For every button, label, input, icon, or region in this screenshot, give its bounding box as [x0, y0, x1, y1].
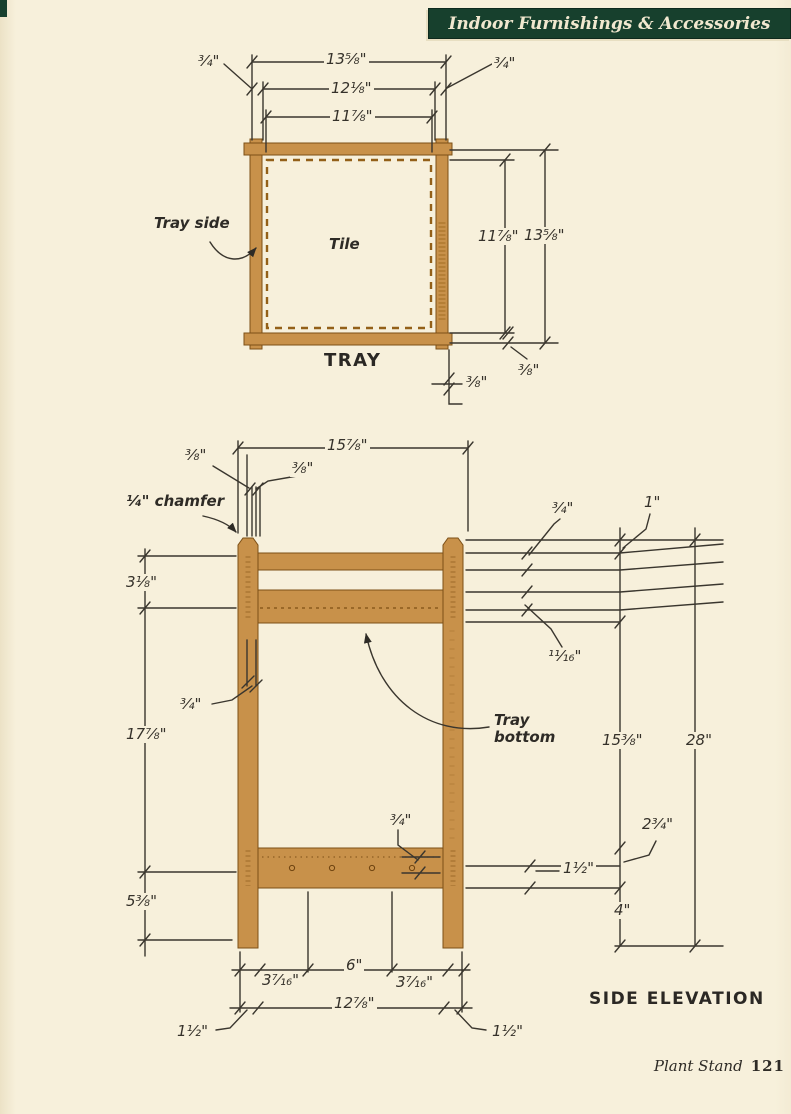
dim-elev-1116: ¹¹⁄₁₆": [546, 647, 584, 665]
chapter-banner: Indoor Furnishings & Accessories: [428, 8, 791, 39]
page-footer: Plant Stand 121: [440, 1057, 785, 1075]
dim-elev-34-rail: ³⁄₄": [550, 499, 576, 517]
dim-elev-34-leg: ³⁄₄": [178, 695, 204, 713]
label-tile: Tile: [327, 235, 362, 254]
dim-elev-234: 2³⁄₄": [640, 815, 675, 833]
dim-elev-1538: 15³⁄₈": [600, 731, 645, 749]
footer-book-title: Plant Stand: [653, 1057, 743, 1075]
dim-elev-3716-right: 3⁷⁄₁₆": [394, 973, 435, 991]
label-tray-side: Tray side: [152, 214, 232, 233]
dim-elev-538: 5³⁄₈": [124, 892, 159, 910]
elevation-caption: SIDE ELEVATION: [589, 989, 765, 1009]
dim-elev-38-b: ³⁄₈": [290, 459, 316, 477]
dim-tray-1178-top: 11⁷⁄₈": [330, 107, 375, 125]
dim-elev-3716-left: 3⁷⁄₁₆": [260, 971, 301, 989]
dim-elev-112-right: 1¹⁄₂": [561, 859, 596, 877]
label-chamfer: ¹⁄₄" chamfer: [124, 492, 227, 511]
footer-page-number: 121: [750, 1057, 785, 1075]
dim-tray-38-a: ³⁄₈": [516, 361, 542, 379]
tray-dimension-lines: [209, 54, 559, 405]
dim-elev-28: 28": [684, 731, 714, 749]
dim-tray-1218: 12¹⁄₈": [329, 79, 374, 97]
dim-elev-1278: 12⁷⁄₈": [332, 994, 377, 1012]
dim-tray-1358-right: 13⁵⁄₈": [522, 226, 567, 244]
dim-elev-1: 1": [642, 493, 663, 511]
chapter-title: Indoor Furnishings & Accessories: [448, 13, 771, 34]
dim-tray-38-b: ³⁄₈": [464, 373, 490, 391]
dim-elev-112-bl: 1¹⁄₂": [175, 1022, 210, 1040]
dim-elev-1778: 17⁷⁄₈": [124, 725, 169, 743]
dim-tray-34-right: ³⁄₄": [492, 54, 518, 72]
dim-tray-1178-right: 11⁷⁄₈": [476, 227, 521, 245]
elevation-wood: [237, 537, 464, 949]
dim-elev-34-stretcher: ³⁄₄": [388, 811, 414, 829]
dim-tray-1358-top: 13⁵⁄₈": [324, 50, 369, 68]
tray-wood: [243, 138, 453, 350]
label-tray-bottom: Tray bottom: [492, 711, 558, 747]
dim-tray-34-left: ³⁄₄": [196, 52, 222, 70]
dim-elev-1578: 15⁷⁄₈": [325, 436, 370, 454]
dim-elev-6: 6": [344, 956, 365, 974]
dim-elev-318: 3¹⁄₈": [124, 573, 159, 591]
dim-elev-38-a: ³⁄₈": [183, 446, 209, 464]
tray-caption: TRAY: [324, 350, 382, 371]
page-corner-mark: [0, 0, 7, 17]
dim-elev-112-br: 1¹⁄₂": [490, 1022, 525, 1040]
dim-elev-4: 4": [612, 901, 633, 919]
